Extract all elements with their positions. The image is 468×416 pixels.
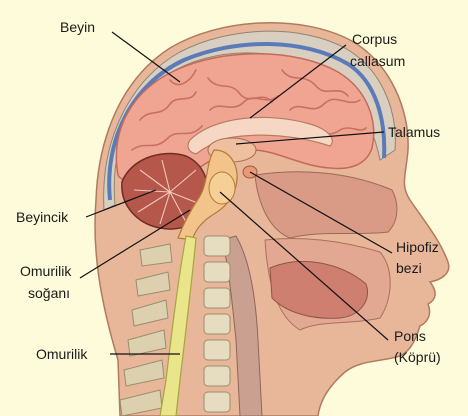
label-hipofiz-line1: Hipofiz: [396, 239, 439, 255]
label-omurilik: Omurilik: [36, 346, 88, 362]
label-pons-line1: Pons: [394, 328, 426, 344]
label-omurilik-sogani-line1: Omurilik: [20, 263, 72, 279]
label-hipofiz-line2: bezi: [396, 260, 422, 276]
label-talamus: Talamus: [388, 124, 440, 140]
label-corpus-line1: Corpus: [352, 31, 397, 47]
vertebrae: [204, 236, 230, 412]
label-beyincik: Beyincik: [16, 209, 69, 225]
pons: [209, 172, 235, 204]
label-pons-line2: (Köprü): [394, 349, 441, 365]
label-corpus-line2: callasum: [350, 53, 405, 69]
label-beyin: Beyin: [60, 19, 95, 35]
label-omurilik-sogani-line2: soğanı: [28, 285, 70, 301]
